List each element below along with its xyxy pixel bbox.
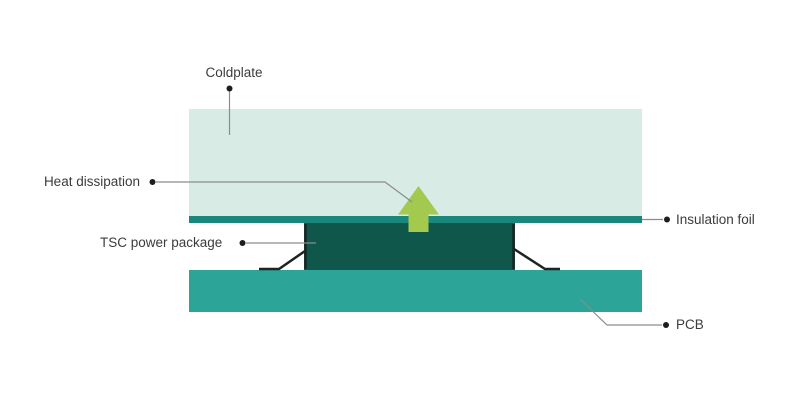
clip-right-lead xyxy=(513,247,560,271)
label-tsc-power-package: TSC power package xyxy=(100,235,223,250)
pcb-rect xyxy=(189,270,642,312)
leader-dot-heat-dissipation xyxy=(149,179,156,185)
leader-line-heat-dissipation xyxy=(156,181,413,203)
label-pcb: PCB xyxy=(676,317,704,332)
heat-arrow-icon xyxy=(398,186,439,232)
label-insulation-foil: Insulation foil xyxy=(676,212,755,227)
leader-dot-insulation-foil xyxy=(664,216,670,223)
leader-dot-coldplate xyxy=(226,85,233,92)
leader-line-pcb xyxy=(579,298,662,326)
clip-left-lead xyxy=(259,249,306,271)
leader-dot-tsc-power-package xyxy=(239,240,246,246)
label-heat-dissipation: Heat dissipation xyxy=(43,174,140,189)
label-coldplate: Coldplate xyxy=(205,65,263,80)
leader-dot-pcb xyxy=(663,322,669,328)
